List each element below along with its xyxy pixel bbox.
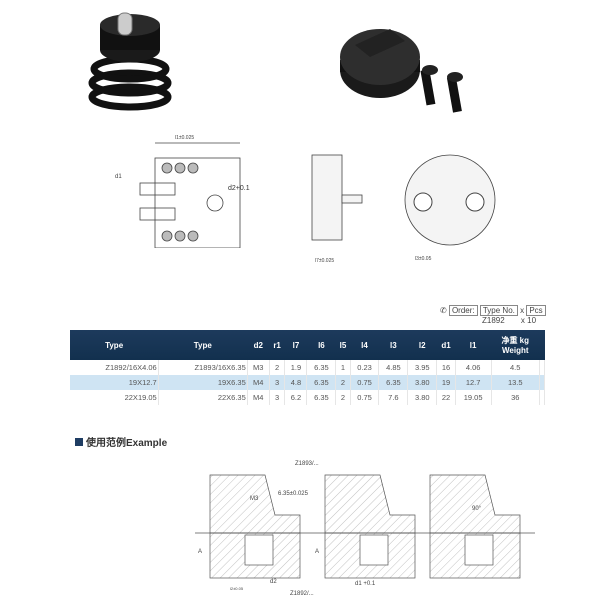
square-bullet-icon [75, 438, 83, 446]
l7-dim: l7±0.025 [315, 258, 334, 264]
column-header [539, 330, 545, 360]
cam-plate-photo [340, 29, 463, 113]
column-header: l1 [455, 330, 491, 360]
d2-label: d2 [270, 579, 277, 585]
type-value: Z1892 [482, 316, 505, 325]
table-cell: M3 [247, 360, 270, 375]
column-header: l4 [350, 330, 379, 360]
d2-dim: d2+0.1 [228, 185, 250, 192]
table-cell: 22X6.35 [158, 390, 248, 405]
table-cell: 3 [269, 375, 286, 390]
l6-dim-label: 6.35±0.025 [278, 491, 309, 497]
table-cell: 7.6 [378, 390, 409, 405]
front-drawing: l3±0.05 [404, 154, 496, 262]
table-cell: 1.9 [284, 360, 308, 375]
table-cell [539, 360, 546, 375]
table-cell: 3.95 [407, 360, 438, 375]
table-cell: 19X6.35 [158, 375, 248, 390]
table-cell: 0.75 [350, 390, 380, 405]
table-cell: 2 [335, 375, 351, 390]
l2-label: l2±0.05 [230, 586, 244, 591]
d1-label: d1 +0.1 [355, 581, 376, 587]
table-cell: 22 [436, 390, 456, 405]
table-cell: 19.05 [455, 390, 492, 405]
angle-label: 90° [472, 506, 482, 512]
table-cell: 19X12.7 [70, 375, 159, 390]
order-label: Order: [448, 305, 478, 316]
table-cell: M4 [247, 375, 270, 390]
table-cell: 3.80 [407, 375, 438, 390]
table-cell: 6.35 [306, 375, 337, 390]
section-a-label: A [198, 549, 202, 555]
column-header: r1 [269, 330, 285, 360]
table-cell: 16 [436, 360, 456, 375]
z1892-callout: Z1892/... [290, 591, 314, 597]
side-drawing: l7±0.025 [311, 154, 363, 264]
column-header: l2 [407, 330, 437, 360]
column-header: Type [70, 330, 159, 360]
table-cell: 6.35 [378, 375, 409, 390]
column-header: l6 [306, 330, 336, 360]
example-drawings: Z1893/... Z1892/... M3 6.35±0.025 A A 90… [195, 461, 535, 597]
times-sign: x [520, 316, 525, 325]
column-header: 净重 kg Weight [491, 330, 540, 360]
order-info: ✆ Order: Type No. x Pcs Z1892 x 10 [440, 305, 546, 325]
table-cell: 0.75 [350, 375, 380, 390]
l1-dim: l1±0.025 [175, 135, 194, 141]
column-header: l7 [284, 330, 307, 360]
table-cell: 13.5 [491, 375, 540, 390]
table-cell [539, 375, 546, 390]
table-cell: 4.8 [284, 375, 308, 390]
table-cell [539, 390, 546, 405]
pcs-label: Pcs [526, 305, 546, 316]
table-cell: M4 [247, 390, 270, 405]
table-cell: Z1892/16X4.06 [70, 360, 159, 375]
column-header: d2 [247, 330, 270, 360]
d1-dim: d1 [115, 174, 122, 180]
column-header: l3 [378, 330, 408, 360]
table-cell: 6.35 [306, 390, 337, 405]
column-header: Type [158, 330, 248, 360]
section-heading: 使用范例Example [75, 434, 167, 449]
times-sign: x [520, 306, 525, 315]
section-drawing-1: l1±0.025 d1 d2+0.1 [115, 135, 250, 248]
table-cell: 12.7 [455, 375, 492, 390]
phone-icon: ✆ [440, 306, 447, 315]
table-cell: 1 [335, 360, 351, 375]
section-title: 使用范例Example [86, 438, 168, 449]
spring-assembly-photo [88, 12, 172, 111]
table-cell: 3 [269, 390, 286, 405]
table-cell: 22X19.05 [70, 390, 159, 405]
table-cell: 0.23 [350, 360, 380, 375]
column-header: l5 [335, 330, 351, 360]
table-cell: 2 [269, 360, 286, 375]
table-cell: 36 [491, 390, 540, 405]
table-cell: 4.85 [378, 360, 409, 375]
table-cell: 4.5 [491, 360, 540, 375]
table-cell: 6.35 [306, 360, 337, 375]
z1893-callout: Z1893/... [295, 461, 319, 467]
l3-dim: l3±0.05 [415, 256, 432, 262]
section-a-label-2: A [315, 549, 319, 555]
table-cell: 19 [436, 375, 456, 390]
table-cell: 3.80 [407, 390, 438, 405]
table-cell: Z1893/16X6.35 [158, 360, 248, 375]
m3-label: M3 [250, 496, 259, 502]
type-no-label: Type No. [479, 305, 518, 316]
table-cell: 2 [335, 390, 351, 405]
column-header: d1 [436, 330, 456, 360]
table-cell: 4.06 [455, 360, 492, 375]
qty-value: 10 [527, 316, 537, 325]
table-cell: 6.2 [284, 390, 308, 405]
